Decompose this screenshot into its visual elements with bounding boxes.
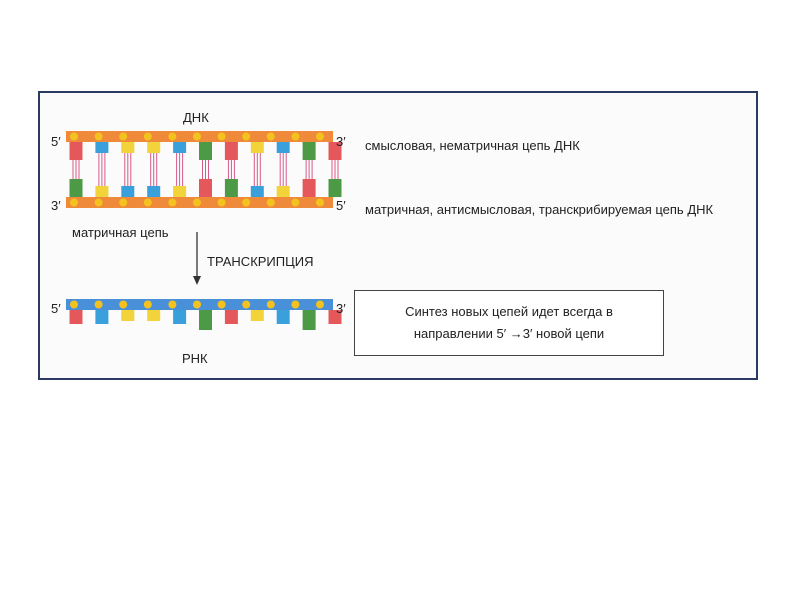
dna-top-phosphate-8 [267,133,275,141]
dna-bottom-phosphate-4 [168,199,176,207]
dna-template-strand-backbone [66,197,333,208]
rna-phosphate-5 [193,301,201,309]
rna-left-end-label: 5′ [51,302,61,315]
rna-base-2 [121,310,134,321]
dna-bottom-base-9 [303,179,316,197]
dna-top-phosphate-3 [144,133,152,141]
rna-base-8 [277,310,290,324]
rna-base-7 [251,310,264,321]
rna-base-3 [147,310,160,321]
dna-top-phosphate-0 [70,133,78,141]
dna-top-base-2 [121,142,134,153]
dna-bottom-base-2 [121,186,134,197]
dna-bottom-phosphate-2 [119,199,127,207]
dna-bottom-base-5 [199,179,212,197]
dna-top-base-8 [277,142,290,153]
rna-phosphate-3 [144,301,152,309]
rna-right-end-label: 3′ [336,302,346,315]
dna-top-base-0 [70,142,83,160]
dna-top-base-4 [173,142,186,153]
dna-top-base-6 [225,142,238,160]
rna-phosphate-10 [316,301,324,309]
dna-base-pairs [70,142,342,197]
dna-top-phosphate-1 [95,133,103,141]
dna-top-phosphate-6 [218,133,226,141]
dna-top-phosphate-5 [193,133,201,141]
dna-top-base-9 [303,142,316,160]
rna-base-0 [70,310,83,324]
dna-bottom-base-7 [251,186,264,197]
dna-bottom-base-6 [225,179,238,197]
dna-bottom-phosphate-0 [70,199,78,207]
rna-base-9 [303,310,316,330]
rna-base-1 [95,310,108,324]
direction-note-text: Синтез новых цепей идет всегда в направл… [375,301,643,345]
dna-bottom-base-4 [173,186,186,197]
dna-bottom-base-0 [70,179,83,197]
dna-bottom-phosphate-8 [267,199,275,207]
dna-top-base-5 [199,142,212,160]
dna-top-phosphate-9 [291,133,299,141]
rna-title: РНК [182,352,208,365]
transcription-label: ТРАНСКРИПЦИЯ [207,255,313,268]
dna-sense-strand-backbone [66,131,333,142]
dna-bottom-phosphate-5 [193,199,201,207]
rna-phosphate-1 [95,301,103,309]
rna-phosphate-8 [267,301,275,309]
dna-bottom-base-10 [329,179,342,197]
rna-strand [66,299,342,330]
dna-top-phosphate-7 [242,133,250,141]
dna-top-right-end-label: 3′ [336,135,346,148]
dna-bottom-base-3 [147,186,160,197]
dna-top-left-end-label: 5′ [51,135,61,148]
dna-bottom-right-end-label: 5′ [336,199,346,212]
dna-top-phosphate-4 [168,133,176,141]
dna-bottom-base-8 [277,186,290,197]
direction-note-box: Синтез новых цепей идет всегда в направл… [354,290,664,356]
dna-bottom-phosphate-9 [291,199,299,207]
rna-phosphate-9 [291,301,299,309]
rna-phosphate-4 [168,301,176,309]
rna-phosphate-2 [119,301,127,309]
rna-phosphate-7 [242,301,250,309]
rna-phosphate-0 [70,301,78,309]
transcription-arrow [193,232,201,285]
template-strand-label: матричная цепь [72,226,169,239]
dna-bottom-phosphate-7 [242,199,250,207]
rna-base-4 [173,310,186,324]
dna-title: ДНК [183,111,209,124]
template-strand-description: матричная, антисмысловая, транскрибируем… [365,203,713,216]
dna-top-base-7 [251,142,264,153]
dna-bottom-phosphate-1 [95,199,103,207]
dna-bottom-phosphate-10 [316,199,324,207]
dna-bottom-base-1 [95,186,108,197]
rna-base-5 [199,310,212,330]
dna-bottom-left-end-label: 3′ [51,199,61,212]
dna-top-phosphate-2 [119,133,127,141]
dna-top-base-1 [95,142,108,153]
sense-strand-label: смысловая, нематричная цепь ДНК [365,139,580,152]
dna-bottom-phosphate-6 [218,199,226,207]
dna-bottom-phosphate-3 [144,199,152,207]
dna-top-phosphate-10 [316,133,324,141]
dna-top-base-3 [147,142,160,153]
rna-phosphate-6 [218,301,226,309]
rna-base-6 [225,310,238,324]
